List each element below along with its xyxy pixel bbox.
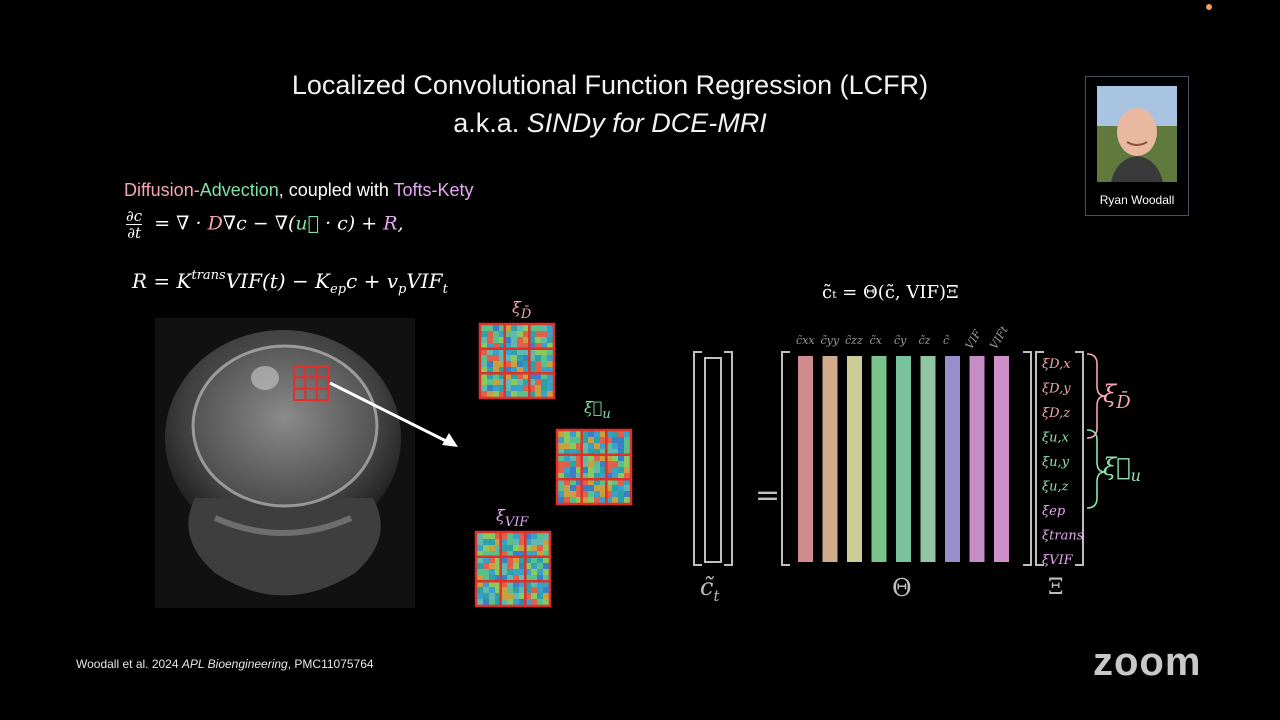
matrix-equation: c̃ₜ = Θ(c̃, VIF)Ξ [822,282,959,303]
roi-grid [293,365,329,401]
xi-coefficient: ξep [1042,504,1066,519]
theta-column [994,356,1009,562]
xi-coefficient: ξtrans [1042,529,1084,544]
xi-coefficient: ξD,y [1042,382,1071,397]
status-dot-icon [1206,4,1212,10]
theta-column [871,356,887,562]
title-line-2: a.k.a. SINDy for DCE-MRI [453,108,767,138]
brace-xi-u: ξ⃗u [1103,453,1141,485]
xi-d-heatmap [478,322,556,400]
speaker-avatar [1097,86,1177,182]
citation: Woodall et al. 2024 APL Bioengineering, … [76,657,374,671]
xi-vif-heatmap [474,530,552,608]
zoom-logo: zoom [1093,640,1202,684]
speaker-name: Ryan Woodall [1099,193,1175,207]
lhs-label: c̃t [700,573,720,605]
theta-column [896,356,911,562]
xi-coefficient: ξu,y [1042,455,1070,470]
model-subtitle: Diffusion-Advection, coupled with Tofts-… [124,180,474,200]
xi-u-heatmap [555,428,633,506]
theta-column-label: c̃zz [845,334,863,347]
title-line-1: Localized Convolutional Function Regress… [291,70,929,100]
xi-u-label: ξ⃗u [584,398,611,422]
theta-column [798,356,813,562]
theta-column [847,356,862,562]
diffusion-advection-equation: ∂c∂t = ∇ · D∇c − ∇(u⃗ · c) + R, [126,207,404,242]
brace-xi-d: ξD̄ [1103,380,1131,413]
equals-sign: = [755,478,780,513]
xi-matrix-label: Ξ [1048,575,1063,600]
xi-d-label: ξD̄ [512,298,532,322]
slide-title: Localized Convolutional Function Regress… [0,66,1220,142]
xi-vif-label: ξVIF [496,506,529,530]
speaker-video-tile[interactable]: Ryan Woodall [1085,76,1189,216]
theta-column [969,356,985,562]
xi-coefficient: ξD,x [1042,357,1071,372]
tofts-kety-equation: R = KtransVIF(t) − Kepc + vpVIFt [132,268,448,297]
xi-coefficient: ξu,x [1042,431,1070,446]
theta-column-label: VIFt [987,323,1011,351]
xi-coefficient: ξVIF [1042,553,1074,568]
theta-column-label: c̃y [894,334,907,347]
theta-column [920,356,936,562]
theta-column-label: c̃ [943,334,950,347]
theta-column-label: c̃yy [821,334,840,347]
theta-column [822,356,838,562]
theta-column-label: c̃x [870,334,883,347]
theta-column [945,356,960,562]
theta-column-label: c̃z [919,334,931,347]
xi-coefficient: ξu,z [1042,480,1069,495]
theta-label: Θ [892,574,912,602]
theta-column-label: VIF [963,327,984,351]
mri-brain-image [155,318,415,608]
xi-coefficient: ξD,z [1042,406,1070,421]
arrow-icon [329,381,458,447]
theta-column-label: c̃xx [796,334,815,347]
